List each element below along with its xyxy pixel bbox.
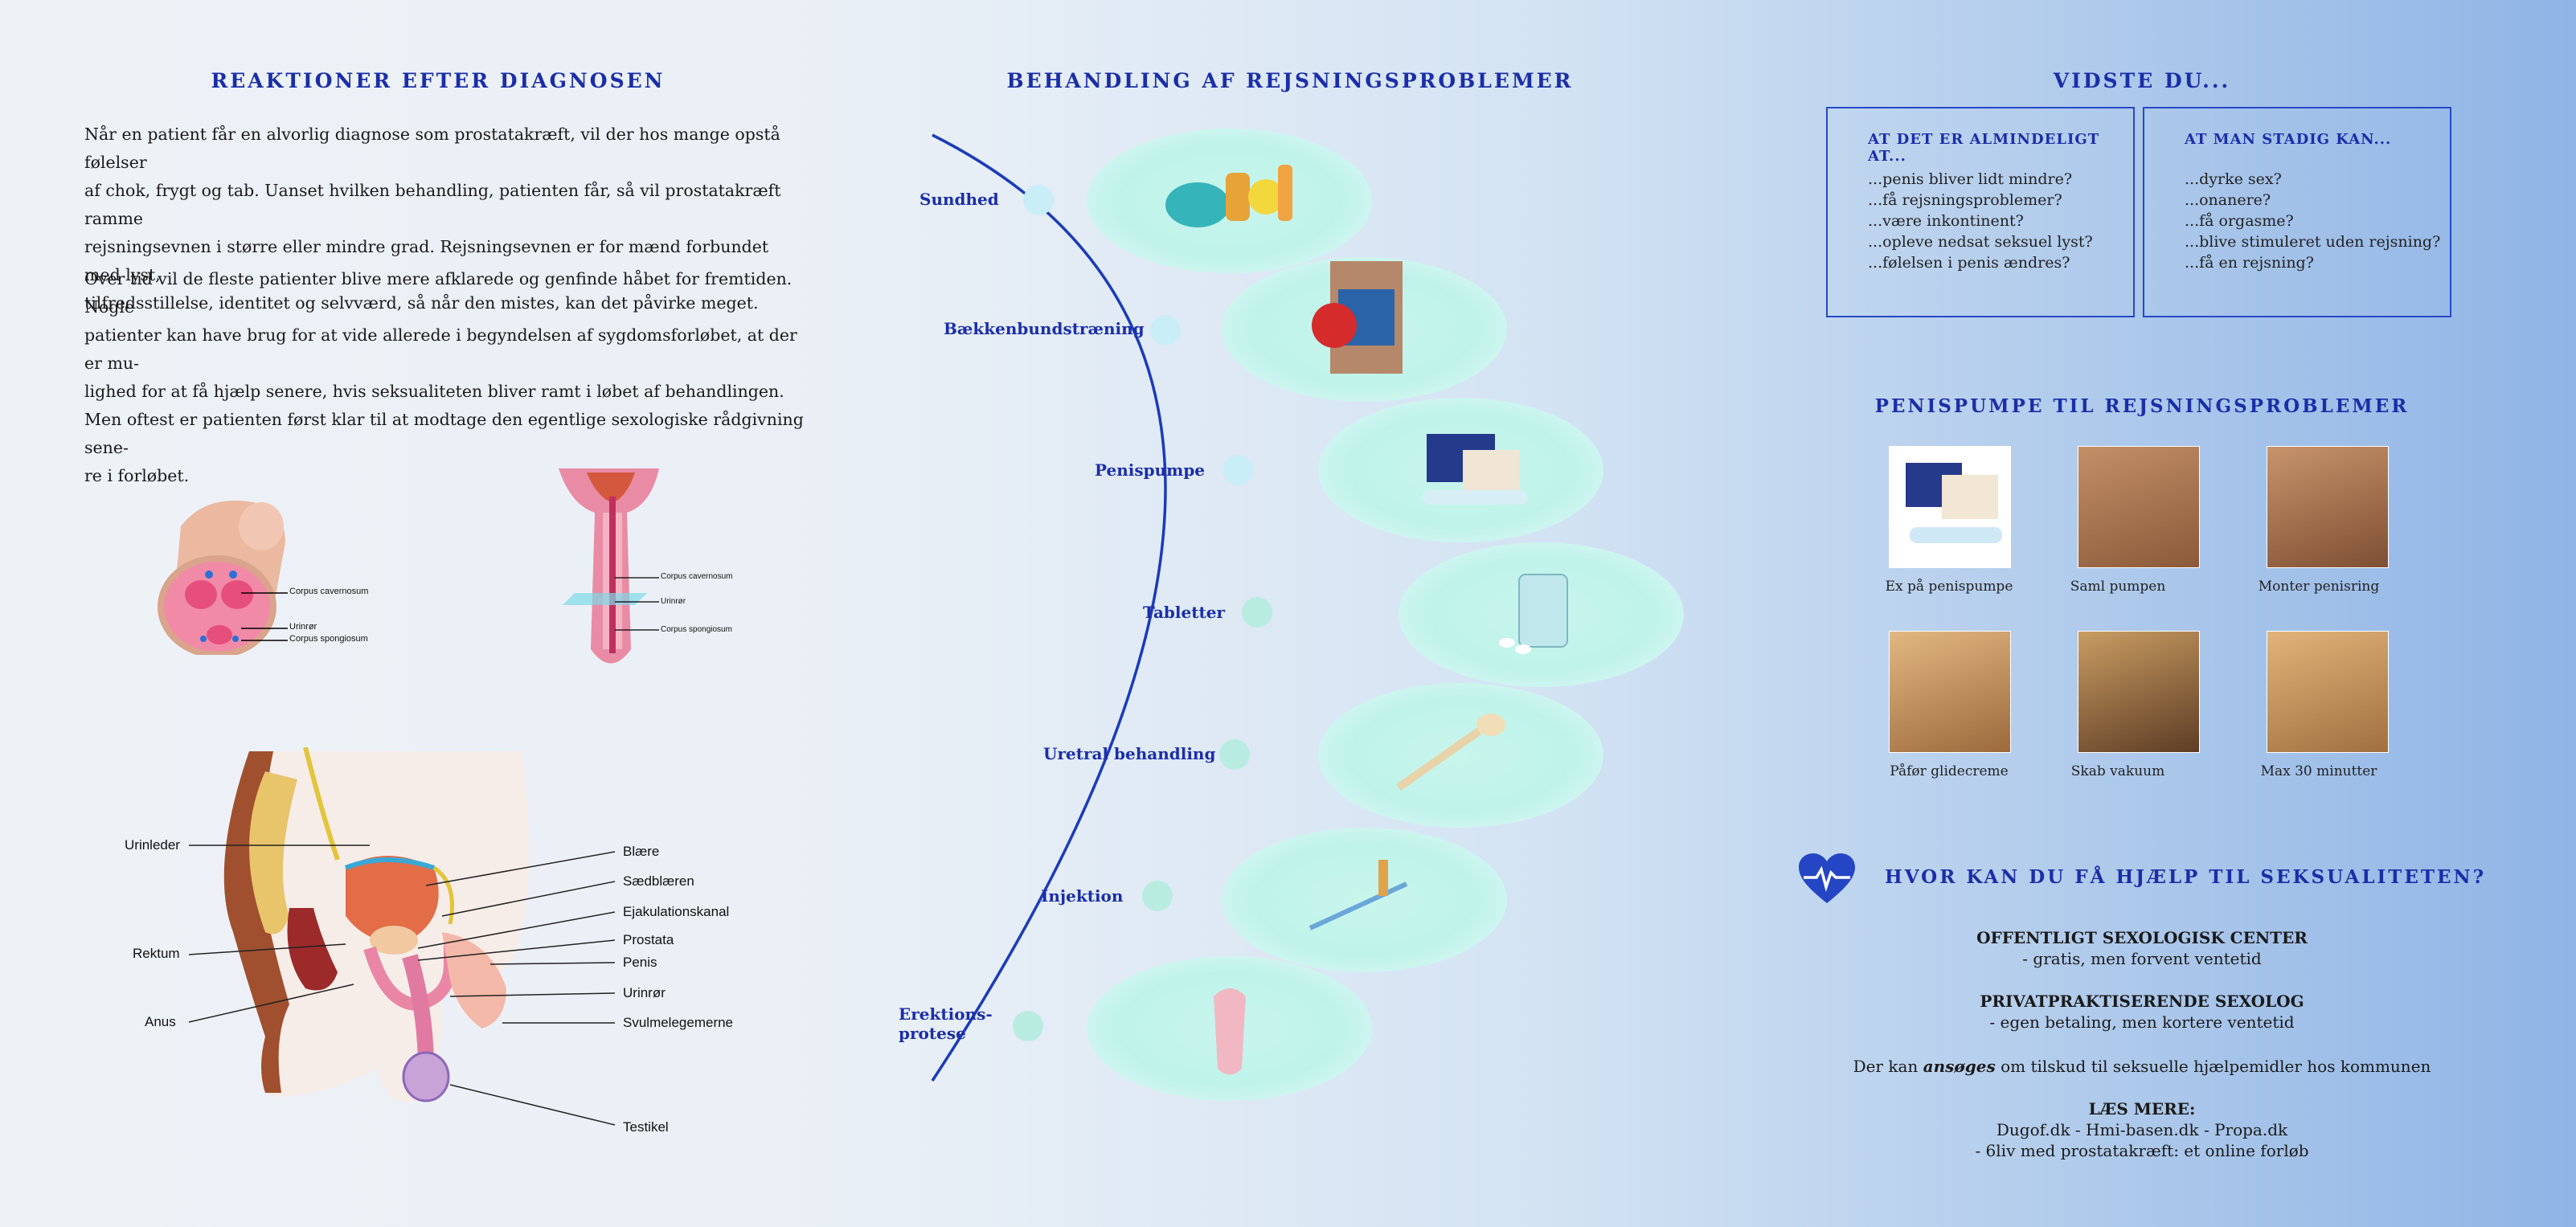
label-urinror: Urinrør [623, 985, 666, 1000]
pump-photo-max [2267, 631, 2389, 753]
help-public: OFFENTLIGT SEXOLOGISK CENTER - gratis, m… [1824, 927, 2459, 969]
step-label-penispumpe: Penispumpe [1095, 460, 1206, 480]
box2-list: ...dyrke sex? ...onanere? ...få orgasme?… [2185, 170, 2441, 272]
did-you-know-box-1: AT DET ER ALMINDELIGT AT... ...penis bli… [1826, 107, 2135, 317]
step-dot-uretral [1219, 739, 1250, 770]
injection-syringe-icon [1308, 860, 1408, 930]
step-label-sundhed: Sundhed [919, 190, 999, 209]
read-links[interactable]: Dugof.dk - Hmi-basen.dk - Propa.dk [1996, 1120, 2288, 1139]
read-title: LÆS MERE: [2088, 1099, 2196, 1119]
pump-photo-assemble [2078, 446, 2200, 568]
private-title: PRIVATPRAKTISERENDE SEXOLOG [1980, 992, 2304, 1011]
middle-heading: BEHANDLING AF REJSNINGSPROBLEMER [1006, 69, 1574, 92]
label-anus: Anus [145, 1014, 176, 1029]
caption-lube: Påfør glidecreme [1890, 763, 2009, 779]
prosthesis-icon [1214, 988, 1246, 1075]
step-dot-protese [1013, 1011, 1043, 1041]
treatment-arc [931, 133, 1167, 1082]
pelvic-training-icon [1312, 261, 1403, 374]
urethral-applicator-icon [1396, 714, 1505, 791]
pump-heading: PENISPUMPE TIL REJSNINGSPROBLEMER [1874, 395, 2410, 417]
pump-photo-lube [1889, 631, 2011, 753]
pump-product-icon [1423, 434, 1527, 505]
public-title: OFFENTLIGT SEXOLOGISK CENTER [1976, 928, 2308, 947]
step-dot-injektion [1142, 881, 1173, 911]
label-penis: Penis [623, 955, 657, 970]
label-svulmelegemerne: Svulmelegemerne [623, 1015, 734, 1030]
public-sub: - gratis, men forvent ventetid [2022, 949, 2262, 968]
long-label-cavernosum: Corpus cavernosum [661, 572, 733, 581]
step-label-injektion: Injektion [1041, 886, 1124, 906]
left-paragraph-2: Over tid vil de fleste patienter blive m… [84, 269, 804, 485]
step-dot-sundhed [1023, 185, 1054, 215]
caption-max: Max 30 minutter [2260, 763, 2377, 779]
treatment-image-uretral [1318, 683, 1603, 828]
label-prostata: Prostata [623, 932, 674, 947]
box2-title: AT MAN STADIG KAN... [2185, 131, 2392, 148]
long-label-urinror: Urinrør [661, 597, 686, 606]
pump-photo-ring [2267, 446, 2389, 568]
left-paragraph-1: Når en patient får en alvorlig diagnose … [84, 125, 781, 313]
penis-longitudinal-illustration [559, 468, 659, 664]
pump-photo-example [1889, 446, 2011, 568]
cross-label-cavernosum: Corpus cavernosum [289, 587, 369, 596]
label-urinleder: Urinleder [125, 837, 180, 853]
label-testikel: Testikel [623, 1119, 669, 1135]
longitudinal-leader-lines [615, 577, 659, 631]
anatomy-leader-lines [188, 845, 616, 1126]
step-label-tabletter: Tabletter [1143, 603, 1225, 622]
private-sub: - egen betaling, men kortere ventetid [1989, 1012, 2295, 1032]
health-products-icon [1165, 165, 1292, 227]
did-you-know-box-2: AT MAN STADIG KAN... ...dyrke sex? ...on… [2143, 107, 2451, 317]
cross-section-leader-lines [241, 592, 288, 641]
treatment-image-injektion [1222, 828, 1507, 972]
read-online[interactable]: - 6liv med prostatakræft: et online forl… [1975, 1141, 2309, 1160]
heart-pulse-icon [1799, 853, 1855, 903]
label-ejakulationskanal: Ejakulationskanal [623, 904, 730, 919]
penis-cross-section-illustration [158, 501, 285, 655]
pump-photo-vacuum [2078, 631, 2200, 753]
caption-ring: Monter penisring [2258, 579, 2380, 595]
caption-assemble: Saml pumpen [2070, 579, 2166, 595]
help-apply: Der kan ansøges om tilskud til seksuelle… [1853, 1057, 2431, 1076]
right-heading: VIDSTE DU... [2053, 69, 2231, 92]
caption-vacuum: Skab vakuum [2070, 763, 2165, 779]
box1-title: AT DET ER ALMINDELIGT AT... [1868, 131, 2100, 165]
help-private: PRIVATPRAKTISERENDE SEXOLOG - egen betal… [1824, 991, 2459, 1033]
help-heading: HVOR KAN DU FÅ HJÆLP TIL SEKSUALITETEN? [1885, 866, 2487, 888]
cross-label-urinror: Urinrør [289, 622, 317, 632]
label-blaere: Blære [623, 844, 660, 859]
help-read-more: LÆS MERE: Dugof.dk - Hmi-basen.dk - Prop… [1824, 1098, 2459, 1161]
pelvic-anatomy-illustration [223, 747, 529, 1102]
step-dot-penispumpe [1222, 455, 1253, 485]
label-rektum: Rektum [133, 946, 180, 961]
step-label-uretral: Uretral behandling [1043, 744, 1216, 763]
box1-list: ...penis bliver lidt mindre? ...få rejsn… [1868, 170, 2093, 272]
step-label-baekkenbund: Bækkenbundstræning [944, 319, 1145, 338]
long-label-spongiosum: Corpus spongiosum [661, 625, 732, 634]
step-dot-baekkenbund [1150, 315, 1181, 346]
label-saedblaeren: Sædblæren [623, 873, 694, 889]
tablets-icon [1499, 574, 1568, 654]
left-heading: REAKTIONER EFTER DIAGNOSEN [211, 69, 666, 92]
step-dot-tabletter [1242, 597, 1272, 628]
cross-label-spongiosum: Corpus spongiosum [289, 634, 368, 644]
step-label-protese: Erektions- protese [899, 1004, 993, 1043]
caption-example: Ex på penispumpe [1885, 579, 2013, 595]
